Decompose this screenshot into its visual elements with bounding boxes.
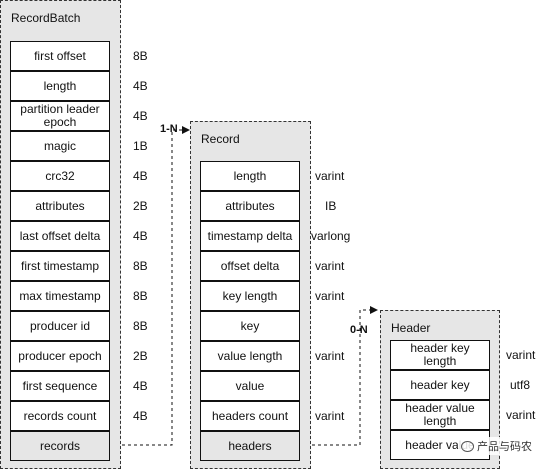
header-title: Header	[391, 321, 431, 335]
record-title: Record	[201, 132, 240, 146]
rec-size-timestamp-delta: varlong	[311, 229, 351, 243]
rb-field-length: length	[10, 71, 110, 101]
rec-field-length: length	[200, 161, 300, 191]
rec-size-value-length: varint	[315, 349, 345, 363]
rec-field-headers: headers	[200, 431, 300, 461]
rb-field-crc32: crc32	[10, 161, 110, 191]
hdr-size-header-key-length: varint	[506, 348, 536, 362]
rec-size-length: varint	[315, 169, 345, 183]
rec-field-key: key	[200, 311, 300, 341]
rec-size-headers-count: varint	[315, 409, 345, 423]
rec-field-offset-delta: offset delta	[200, 251, 300, 281]
rec-field-attributes: attributes	[200, 191, 300, 221]
chat-bubble-icon	[461, 440, 474, 452]
rec-field-value: value	[200, 371, 300, 401]
rb-field-producer-epoch: producer epoch	[10, 341, 110, 371]
rb-field-records-count: records count	[10, 401, 110, 431]
rb-field-magic: magic	[10, 131, 110, 161]
hdr-size-header-key: utf8	[510, 378, 531, 392]
rb-field-partition-leader-epoch: partition leader epoch	[10, 101, 110, 131]
rb-size-length: 4B	[133, 79, 148, 93]
rb-field-first-timestamp: first timestamp	[10, 251, 110, 281]
rb-size-partition-leader-epoch: 4B	[133, 109, 148, 123]
record-to-header-cardinality: 0-N	[350, 324, 368, 336]
hdr-field-header-key-length: header key length	[390, 340, 490, 370]
rec-size-key-length: varint	[315, 289, 345, 303]
watermark: 产品与码农	[458, 437, 535, 455]
rb-size-attributes: 2B	[133, 199, 148, 213]
rec-field-value-length: value length	[200, 341, 300, 371]
rb-size-first-sequence: 4B	[133, 379, 148, 393]
rec-size-offset-delta: varint	[315, 259, 345, 273]
rec-field-key-length: key length	[200, 281, 300, 311]
rec-field-timestamp-delta: timestamp delta	[200, 221, 300, 251]
hdr-size-header-value-length: varint	[506, 408, 536, 422]
batch-to-record-connector	[110, 126, 190, 446]
rec-size-attributes: IB	[325, 199, 337, 213]
hdr-field-header-value-length: header value length	[390, 400, 490, 430]
rb-field-producer-id: producer id	[10, 311, 110, 341]
watermark-text: 产品与码农	[477, 441, 532, 453]
rb-size-records-count: 4B	[133, 409, 148, 423]
rb-size-last-offset-delta: 4B	[133, 229, 148, 243]
rb-size-magic: 1B	[133, 139, 148, 153]
rb-size-max-timestamp: 8B	[133, 289, 148, 303]
rb-field-first-sequence: first sequence	[10, 371, 110, 401]
rb-size-producer-epoch: 2B	[133, 349, 148, 363]
record-to-header-connector	[300, 306, 378, 446]
rb-size-first-offset: 8B	[133, 49, 148, 63]
rb-field-last-offset-delta: last offset delta	[10, 221, 110, 251]
hdr-field-header-key: header key	[390, 370, 490, 400]
rb-field-max-timestamp: max timestamp	[10, 281, 110, 311]
rb-size-crc32: 4B	[133, 169, 148, 183]
record-batch-title: RecordBatch	[11, 11, 81, 25]
rb-field-records: records	[10, 431, 110, 461]
batch-to-record-cardinality: 1-N	[160, 123, 178, 135]
rb-size-first-timestamp: 8B	[133, 259, 148, 273]
rec-field-headers-count: headers count	[200, 401, 300, 431]
rb-field-attributes: attributes	[10, 191, 110, 221]
rb-field-first-offset: first offset	[10, 41, 110, 71]
rb-size-producer-id: 8B	[133, 319, 148, 333]
